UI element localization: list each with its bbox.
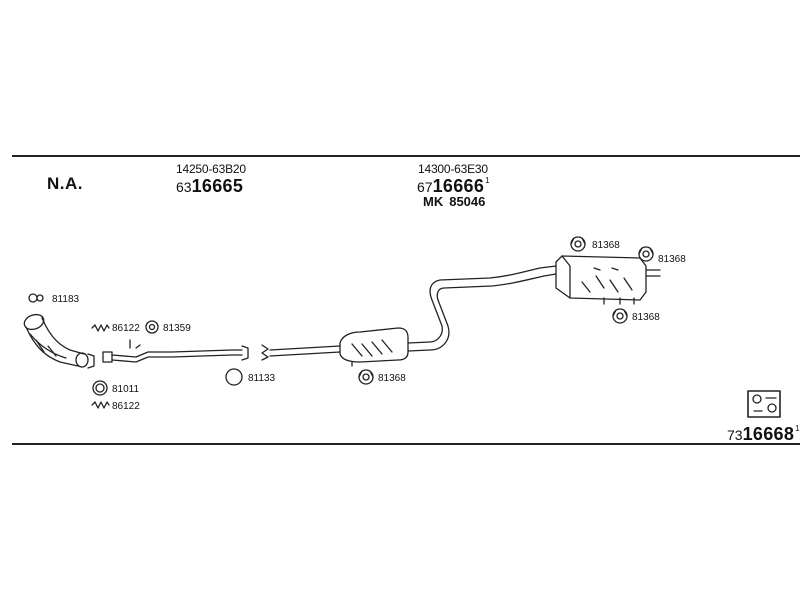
part-label: 86122: [112, 323, 140, 334]
top-divider: [12, 155, 800, 157]
part-label: 81368: [592, 240, 620, 251]
mk-prefix: MK: [423, 194, 444, 209]
part-label: 86122: [112, 401, 140, 412]
gasket-ring-icon: [92, 380, 108, 396]
part-label: 81133: [248, 373, 276, 384]
part-number-rear-system: 67166661: [417, 176, 490, 197]
part-number-main: 16665: [191, 176, 244, 196]
mk-number: 85046: [449, 194, 486, 209]
centre-pipe: [261, 344, 341, 361]
kit-prefix: 73: [727, 427, 743, 443]
part-label: 81368: [658, 254, 686, 265]
intermediate-pipe: [102, 339, 249, 363]
rubber-mount-icon: [570, 236, 586, 252]
rear-pipe: [407, 265, 557, 352]
kit-main: 16668: [742, 424, 795, 444]
rear-silencer: [555, 255, 661, 305]
rubber-mount-icon: [638, 246, 654, 262]
front-down-pipe: [23, 313, 95, 369]
kit-suffix: 1: [795, 424, 800, 433]
rubber-mount-icon: [612, 308, 628, 324]
mounting-kit-icon: [747, 390, 781, 418]
part-number-prefix: 63: [176, 179, 192, 195]
part-label: 81183: [52, 294, 80, 305]
rubber-mount-icon: [358, 369, 374, 385]
oe-number-rear-system: 14300-63E30: [418, 162, 488, 176]
part-label: 81359: [163, 323, 191, 334]
part-number-prefix: 67: [417, 179, 433, 195]
part-number-suffix: 1: [485, 176, 490, 185]
spring-bolt-icon: [91, 401, 110, 409]
clamp-icon: [28, 293, 44, 303]
part-label: 81368: [378, 373, 406, 384]
variant-label: N.A.: [47, 174, 83, 193]
nut-icon: [145, 320, 159, 334]
part-number-front-pipe: 6316665: [176, 176, 243, 197]
mounting-kit-number: 73166681: [727, 424, 800, 445]
middle-silencer: [339, 327, 409, 367]
oe-number-front-pipe: 14250-63B20: [176, 162, 246, 176]
part-label: 81368: [632, 312, 660, 323]
part-label: 81011: [112, 384, 140, 395]
gasket-ring-icon: [225, 368, 243, 386]
spring-bolt-icon: [91, 324, 110, 332]
part-number-main: 16666: [432, 176, 485, 196]
mk-reference: MK 85046: [423, 194, 485, 209]
bottom-divider: [12, 443, 800, 445]
